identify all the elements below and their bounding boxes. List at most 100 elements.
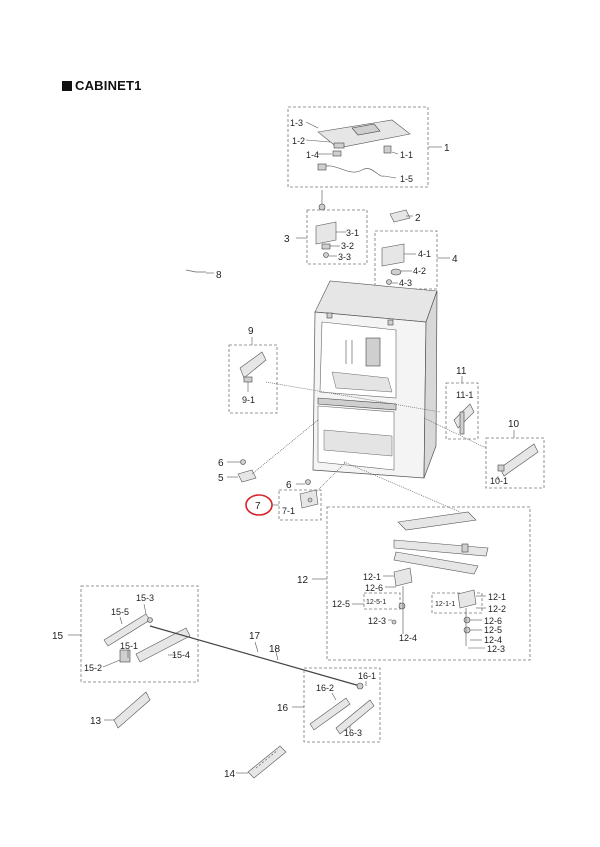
label-15-5: 15-5 bbox=[111, 607, 129, 617]
group-10: 10 10-1 bbox=[423, 417, 545, 489]
label-12-1-1: 12-1-1 bbox=[435, 601, 455, 608]
label-12-4-right: 12-4 bbox=[484, 635, 502, 645]
group-13: 13 bbox=[90, 691, 151, 729]
group-11: 11 11-1 bbox=[445, 366, 479, 440]
label-16: 16 bbox=[277, 703, 289, 714]
lower-rail-part bbox=[393, 551, 479, 575]
slider-right-part bbox=[457, 589, 477, 609]
label-17: 17 bbox=[249, 631, 261, 642]
label-11-1: 11-1 bbox=[456, 390, 473, 400]
left-hinge-part bbox=[315, 221, 337, 245]
label-15-2: 15-2 bbox=[84, 663, 102, 673]
group-15: 15-3 15-5 15-1 15-2 15-4 15 bbox=[52, 585, 199, 683]
harness-connector-part bbox=[317, 163, 327, 171]
group-17-18: 17 18 bbox=[149, 625, 361, 687]
group-8: 8 bbox=[185, 269, 222, 281]
group-16-box bbox=[303, 667, 381, 743]
group-15-box bbox=[80, 585, 199, 683]
label-4: 4 bbox=[452, 254, 458, 265]
fridge-shelf-tray bbox=[331, 371, 393, 393]
cover-tab-part bbox=[332, 150, 342, 157]
label-9: 9 bbox=[248, 326, 254, 337]
label-10-1: 10-1 bbox=[490, 476, 508, 486]
label-10: 10 bbox=[508, 419, 520, 430]
hinge-screw-right-part bbox=[386, 279, 392, 285]
label-12-1-right: 12-1 bbox=[488, 592, 506, 602]
group-4: 4-1 4-2 4-3 4 bbox=[374, 230, 458, 290]
label-12-6-right: 12-6 bbox=[484, 616, 502, 626]
group-3-box bbox=[306, 209, 368, 265]
hinge-pin-right-part bbox=[305, 479, 311, 485]
wire-harness-part bbox=[319, 165, 385, 177]
label-15-4: 15-4 bbox=[172, 650, 190, 660]
label-12-5-1: 12-5-1 bbox=[366, 599, 386, 606]
group-7: 6 7-1 7 bbox=[245, 461, 347, 521]
mullion-rail bbox=[317, 397, 397, 411]
freezer-drawer-tray bbox=[323, 429, 393, 457]
label-15-3: 15-3 bbox=[136, 593, 154, 603]
label-16-1: 16-1 bbox=[358, 671, 376, 681]
group-12: 12 12-1 12-6 12-5 12-5-1 12-3 12-4 12-1-… bbox=[297, 461, 531, 661]
heading-square-icon bbox=[62, 80, 72, 91]
label-5: 5 bbox=[218, 473, 224, 484]
label-1-3: 1-3 bbox=[290, 118, 303, 128]
top-cover-bracket-part bbox=[351, 123, 381, 136]
label-12-5-right: 12-5 bbox=[484, 625, 502, 635]
hinge-hole-left bbox=[326, 312, 333, 319]
door-guide-part bbox=[499, 443, 539, 477]
label-6-right: 6 bbox=[286, 480, 292, 491]
label-7: 7 bbox=[255, 501, 261, 512]
rail-stopper-part bbox=[119, 649, 131, 663]
label-12: 12 bbox=[297, 575, 309, 586]
label-3-2: 3-2 bbox=[341, 241, 354, 251]
label-14: 14 bbox=[224, 769, 236, 780]
hinge-washer-part bbox=[390, 268, 402, 276]
hinge-screw-part bbox=[383, 145, 392, 154]
hinge-shaft-part bbox=[307, 497, 313, 503]
label-1-2: 1-2 bbox=[292, 136, 305, 146]
right-slide-guide-part bbox=[335, 699, 375, 735]
shaft-end-part bbox=[356, 682, 364, 690]
screw-left-part bbox=[391, 619, 397, 625]
label-12-3-left: 12-3 bbox=[368, 616, 386, 626]
group-16: 16-1 16-2 16-3 16 bbox=[277, 667, 381, 743]
label-3-1: 3-1 bbox=[346, 228, 359, 238]
group-14: 14 bbox=[224, 745, 287, 780]
cabinet-side-panel bbox=[423, 290, 438, 479]
label-15: 15 bbox=[52, 631, 64, 642]
label-12-4-left: 12-4 bbox=[399, 633, 417, 643]
roller-right-part bbox=[463, 616, 471, 624]
label-11: 11 bbox=[456, 366, 467, 377]
hinge-cap-part bbox=[389, 209, 411, 223]
label-12-6-left: 12-6 bbox=[365, 583, 383, 593]
label-13: 13 bbox=[90, 716, 102, 727]
group-1: 1-3 1-2 1-4 1-1 1-5 1 bbox=[287, 106, 450, 188]
group-12-5-1-box bbox=[363, 592, 401, 610]
group-7-box bbox=[278, 489, 322, 521]
label-1-5: 1-5 bbox=[400, 174, 413, 184]
rail-support-part bbox=[393, 539, 489, 557]
label-8: 8 bbox=[216, 270, 222, 281]
heading-text: CABINET1 bbox=[75, 78, 142, 93]
label-12-1-left: 12-1 bbox=[363, 572, 381, 582]
label-4-1: 4-1 bbox=[418, 249, 431, 259]
label-4-2: 4-2 bbox=[413, 266, 426, 276]
left-slide-guide-part bbox=[135, 627, 191, 663]
group-10-box bbox=[485, 437, 545, 489]
label-2: 2 bbox=[415, 213, 421, 224]
group-5-6: 6 5 bbox=[218, 419, 319, 484]
group-9-box bbox=[228, 344, 278, 414]
cabinet-body bbox=[312, 280, 438, 479]
label-1-4: 1-4 bbox=[306, 150, 319, 160]
hinge-pin-left-part bbox=[240, 459, 246, 465]
drawer-rail-part bbox=[113, 691, 151, 729]
label-3: 3 bbox=[284, 234, 290, 245]
wire-clip-part bbox=[185, 269, 206, 273]
label-9-1: 9-1 bbox=[242, 395, 255, 405]
roller-left-part bbox=[398, 602, 406, 610]
label-3-3: 3-3 bbox=[338, 252, 351, 262]
roller-washer-part bbox=[463, 626, 471, 634]
rail-bar-part bbox=[459, 411, 465, 435]
rail-screw-part bbox=[147, 617, 153, 623]
hinge-bushing-part bbox=[321, 243, 331, 250]
